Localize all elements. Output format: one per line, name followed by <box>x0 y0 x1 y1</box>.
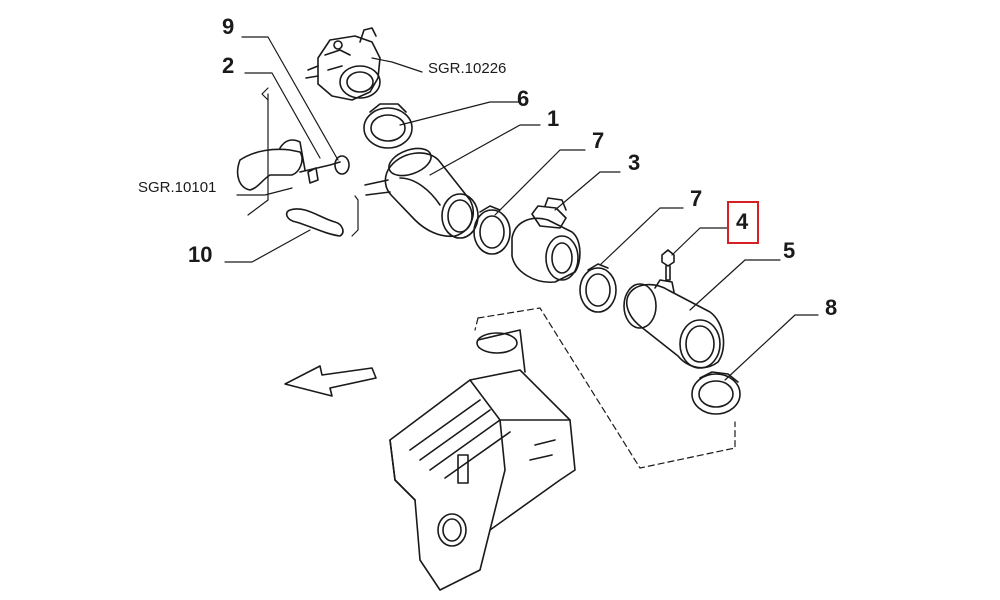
callout-8: 8 <box>825 295 838 320</box>
ref-sgr-10226: SGR.10226 <box>428 60 507 77</box>
air-filter-housing <box>389 329 576 591</box>
callout-5: 5 <box>783 238 796 263</box>
highlight-box <box>727 201 759 244</box>
hose-2-drawing <box>236 139 350 191</box>
sensor-4-drawing <box>661 249 675 281</box>
throttle-body <box>305 27 381 101</box>
callout-7b: 7 <box>690 186 703 211</box>
ref-sgr-10101: SGR.10101 <box>138 179 217 196</box>
clamp-6-drawing <box>363 103 413 149</box>
callout-10: 10 <box>188 242 213 267</box>
callout-2: 2 <box>222 53 235 78</box>
duct-5-drawing <box>623 279 725 369</box>
hose-bracket <box>247 87 359 237</box>
callout-1: 1 <box>547 106 560 131</box>
clamp-7b-drawing <box>579 263 617 313</box>
clamp-8-drawing <box>691 371 741 415</box>
hose-10-drawing <box>285 208 344 237</box>
sensor-3-drawing <box>511 197 581 283</box>
callout-3: 3 <box>628 150 641 175</box>
dashed-connection <box>474 307 736 469</box>
direction-arrow <box>284 365 377 397</box>
duct-1-drawing <box>364 147 479 239</box>
clamp-7a-drawing <box>473 205 511 255</box>
callout-4: 4 <box>736 209 749 234</box>
callout-6: 6 <box>517 86 530 111</box>
callout-7a: 7 <box>592 128 605 153</box>
leader-lines <box>224 36 819 381</box>
callout-9: 9 <box>222 14 235 39</box>
